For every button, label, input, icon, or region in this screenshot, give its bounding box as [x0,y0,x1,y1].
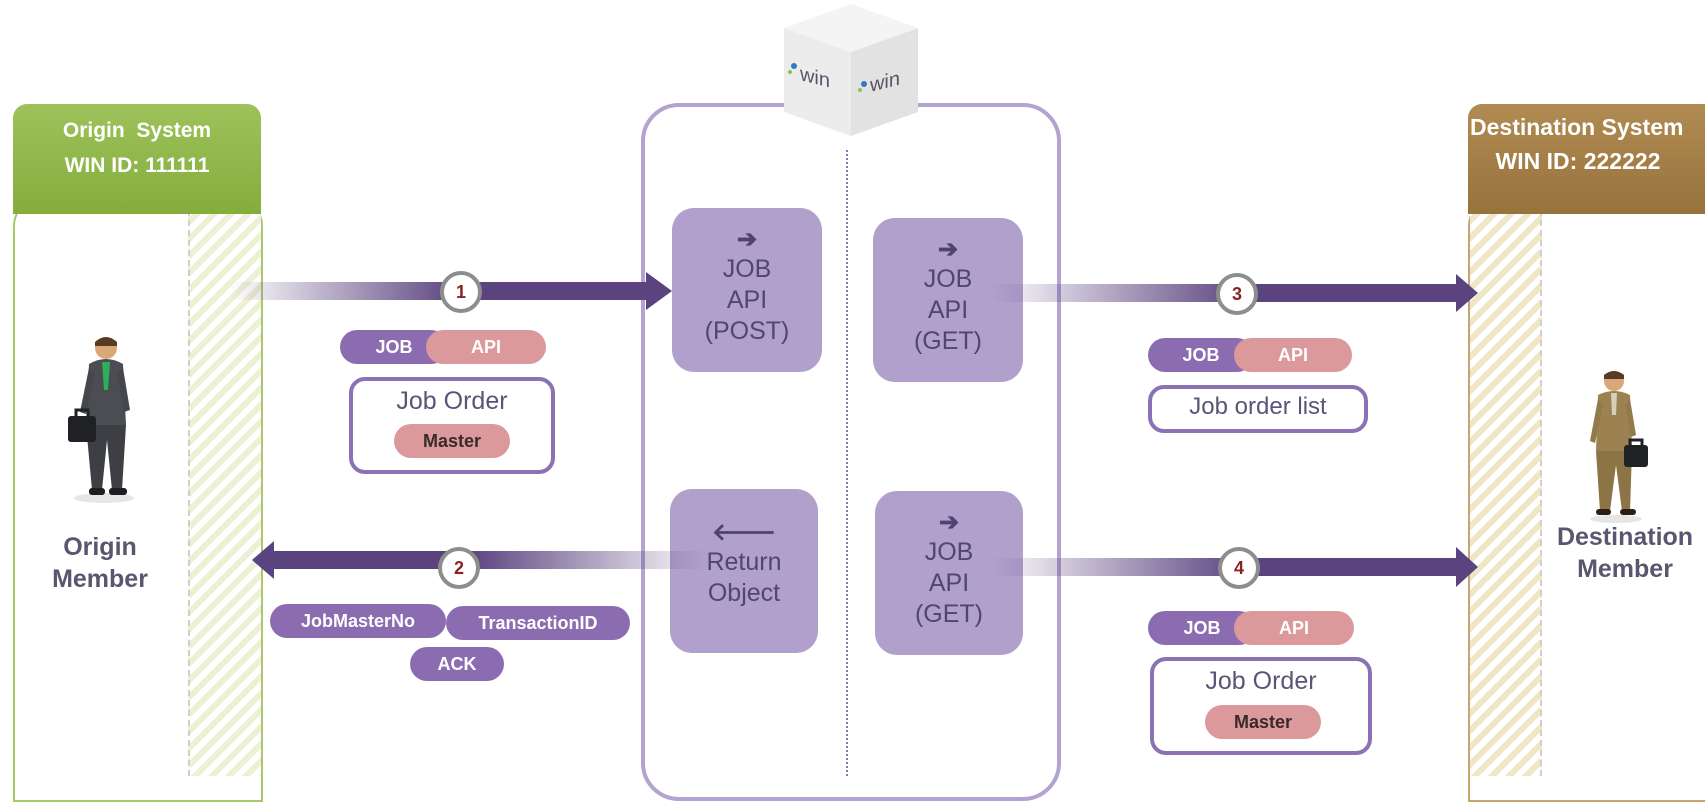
post-box-line1: JOB [722,255,772,283]
destination-member-figure-icon [1590,371,1648,523]
right-arrow-icon: ➔ [938,509,960,536]
return-object-box: 🡐 Return Object [670,489,818,653]
right-arrow-icon: ➔ [937,236,959,263]
right-arrow-icon: ➔ [736,226,758,253]
master-pill: Master [1205,705,1321,739]
step-2-badge: 2 [438,547,480,589]
get-box-1-line1: JOB [923,265,973,293]
arrow-step-2 [252,541,710,579]
get-box-1-line3: (GET) [913,327,983,355]
job-order-list-card: Job order list [1148,385,1368,433]
hub-divider [846,150,848,776]
left-arrow-icon: 🡐 [711,519,777,546]
post-box-line3: (POST) [704,317,790,345]
destination-boundary-stripe [1470,200,1542,776]
api-pill: API [426,330,546,364]
destination-member-label-line2: Member [1577,555,1673,583]
step-4-badge: 4 [1218,547,1260,589]
win-cube-logo-icon: win win [784,4,918,136]
master-pill: Master [394,424,510,458]
origin-member-label-line2: Member [52,565,148,593]
destination-system-title: Destination System [1470,114,1684,140]
destination-system-header: Destination System WIN ID: 222222 [1468,104,1705,214]
get-box-1-line2: API [927,296,969,324]
destination-member-label-line1: Destination [1556,523,1694,551]
origin-system-title: Origin System [62,119,212,142]
origin-win-id: WIN ID: 111111 [64,154,210,177]
job-api-get-box-1: ➔ JOB API (GET) [873,218,1023,382]
origin-member-label: Origin Member [40,531,160,595]
job-order-card-2: Job Order Master [1150,657,1372,755]
arrow-step-1 [230,272,672,310]
origin-member-label-line1: Origin [63,533,137,561]
flow-arrows [230,272,1478,587]
step-1-badge: 1 [440,271,482,313]
origin-system-header: Origin System WIN ID: 111111 [13,104,261,214]
api-pill: API [1234,611,1354,645]
return-box-line2: Object [707,579,781,607]
api-pill: API [1234,338,1352,372]
ack-pill: ACK [410,647,504,681]
origin-member-figure-icon [68,337,134,503]
get-box-2-line1: JOB [924,538,974,566]
job-order-card-1: Job Order Master [349,377,555,474]
job-master-no-pill: JobMasterNo [270,604,446,638]
get-box-2-line3: (GET) [914,600,984,628]
destination-member-label: Destination Member [1545,521,1705,585]
post-box-line2: API [726,286,768,314]
destination-win-id: WIN ID: 222222 [1495,148,1661,174]
job-order-title: Job Order [396,387,508,415]
return-box-line1: Return [706,548,782,576]
job-order-list-title: Job order list [1189,393,1327,420]
step-3-badge: 3 [1216,273,1258,315]
transaction-id-pill: TransactionID [446,606,630,640]
get-box-2-line2: API [928,569,970,597]
job-api-post-box: ➔ JOB API (POST) [672,208,822,372]
job-order-title: Job Order [1205,667,1317,695]
